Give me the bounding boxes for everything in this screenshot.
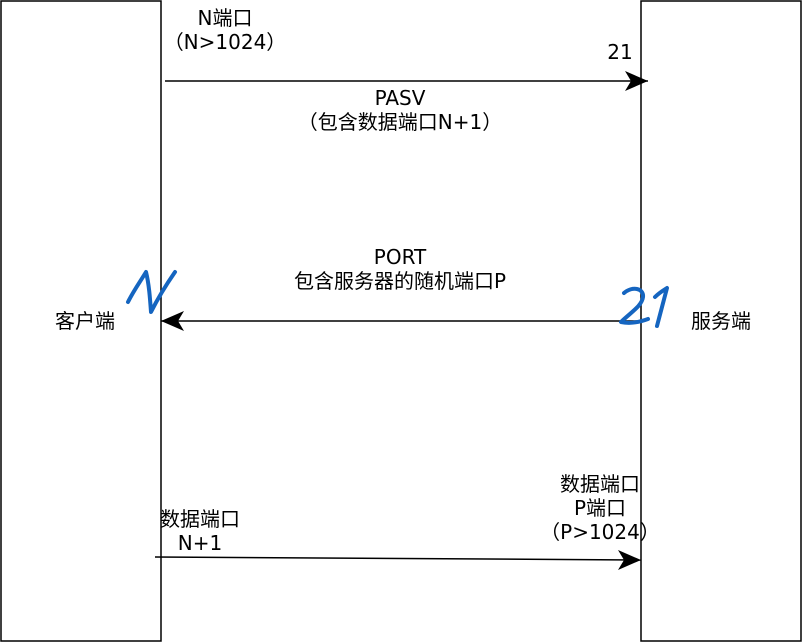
- data-target-port-label: 数据端口 P端口 （P>1024）: [540, 472, 660, 544]
- port-arrowhead: [161, 311, 184, 331]
- handwritten-21-annotation: [619, 286, 669, 328]
- port-message-label: PORT 包含服务器的随机端口P: [293, 245, 507, 293]
- pasv-message-label: PASV （包含数据端口N+1）: [297, 86, 503, 134]
- pasv-source-port-label: N端口 （N>1024）: [163, 6, 287, 54]
- server-label: 服务端: [691, 309, 751, 333]
- client-label: 客户端: [55, 309, 115, 333]
- pasv-target-port-label: 21: [607, 40, 633, 64]
- client-box: [0, 0, 162, 642]
- data-arrow: [154, 556, 642, 561]
- data-arrowhead: [618, 550, 641, 570]
- handwritten-n-annotation: [126, 270, 177, 314]
- server-box: [640, 0, 802, 642]
- data-source-port-label: 数据端口 N+1: [160, 507, 240, 555]
- pasv-arrowhead: [625, 71, 648, 91]
